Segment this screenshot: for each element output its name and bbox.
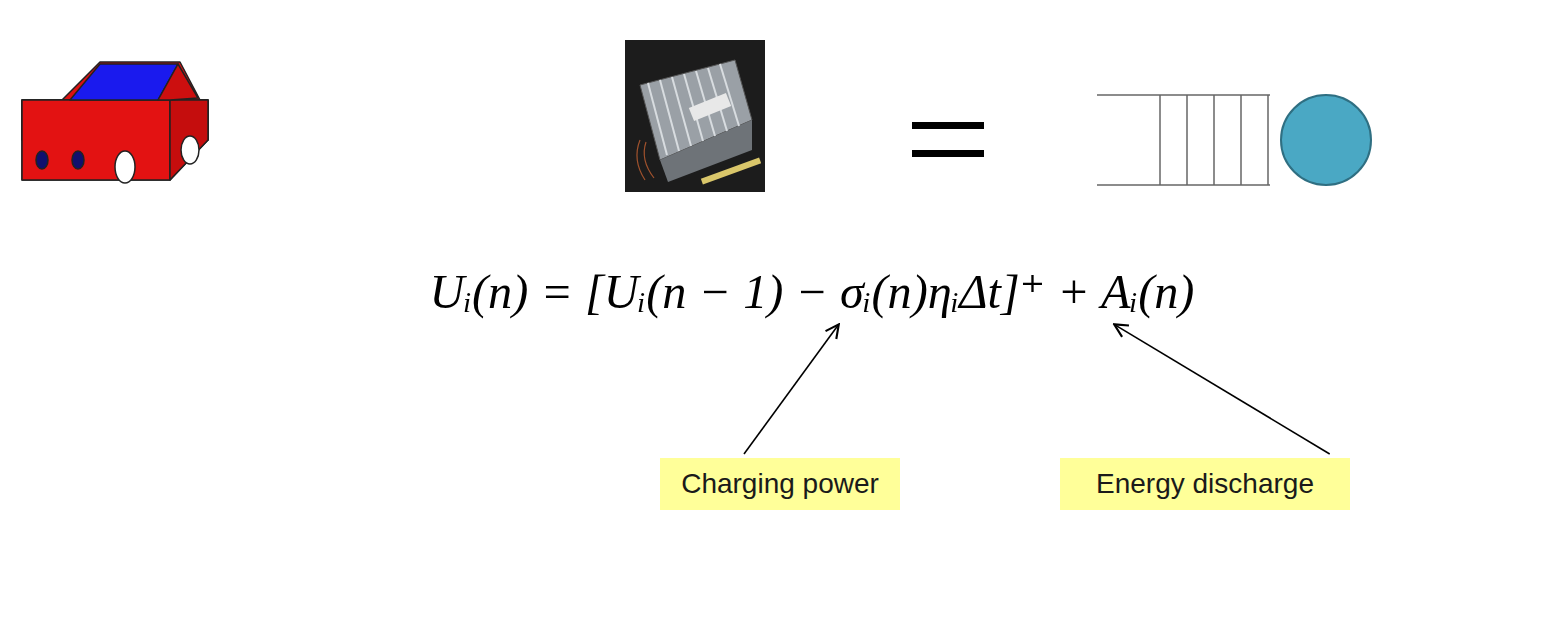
leader-arrow <box>1114 324 1330 454</box>
equation: Uᵢ(n) = [Uᵢ(n − 1) − σᵢ(n)ηᵢΔt]⁺ + Aᵢ(n) <box>430 262 1195 322</box>
battery-photo <box>625 40 765 192</box>
server-circle <box>1281 95 1371 185</box>
callout-box: Charging power <box>660 458 900 510</box>
callout-box: Energy discharge <box>1060 458 1350 510</box>
queue-symbol <box>1097 95 1270 185</box>
callout-text: Charging power <box>681 467 879 501</box>
car-icon <box>22 62 208 183</box>
leader-arrow <box>744 324 839 454</box>
callout-text: Energy discharge <box>1096 467 1314 501</box>
equals-symbol <box>912 122 984 157</box>
